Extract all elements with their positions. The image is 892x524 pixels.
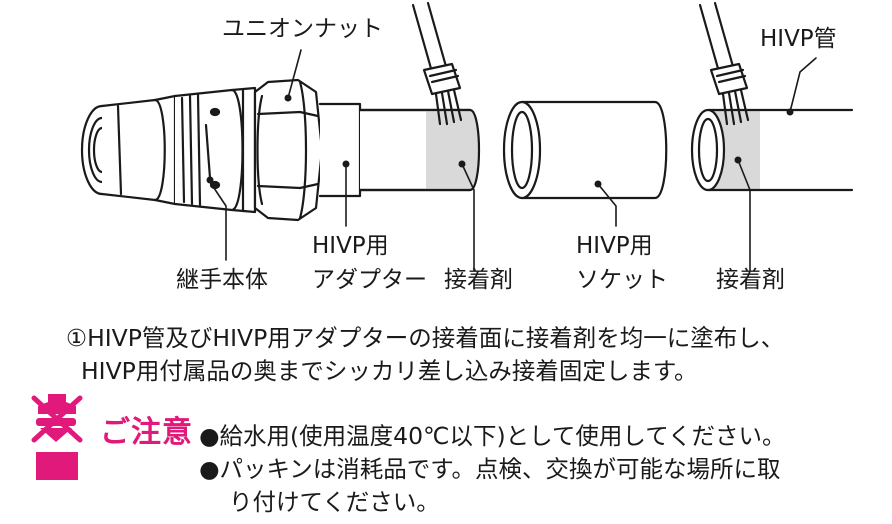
caution-notes: ●給水用(使用温度40℃以下)として使用してください。 ●パッキンは消耗品です。… <box>199 420 786 519</box>
label-adhesive-right: 接着剤 <box>716 267 785 293</box>
leader-dots <box>206 94 794 188</box>
leader-lines <box>209 49 817 271</box>
instruction-line: HIVP用付属品の奥までシッカリ差し込み接着固定します。 <box>81 357 698 385</box>
adapter <box>318 102 481 198</box>
label-adapter-line1: HIVP用 <box>312 233 389 259</box>
label-socket-line1: HIVP用 <box>576 233 653 259</box>
socket <box>502 100 668 200</box>
label-union-nut: ユニオンナット <box>222 16 383 42</box>
instruction-line: ①HIVP管及びHIVP用アダプターの接着面に接着剤を均一に塗布し、 <box>66 324 785 352</box>
label-adhesive-left: 接着剤 <box>444 267 513 293</box>
caution-icon <box>31 394 83 480</box>
caution-note: り付けてください。 <box>229 488 440 516</box>
brush-icon <box>411 1 463 126</box>
label-joint-body: 継手本体 <box>176 267 268 293</box>
brush-icon <box>698 1 750 126</box>
joint-assembly-diagram <box>80 1 854 271</box>
joint-body <box>80 86 257 214</box>
label-socket-line2: ソケット <box>576 267 668 293</box>
instruction-text: ①HIVP管及びHIVP用アダプターの接着面に接着剤を均一に塗布し、 HIVP用… <box>66 322 784 388</box>
label-hivp-pipe: HIVP管 <box>760 26 837 52</box>
union-nut <box>253 78 324 222</box>
label-adapter-line2: アダプター <box>312 267 427 293</box>
caution-title: ご注意 <box>100 415 193 450</box>
hivp-pipe <box>690 108 854 192</box>
caution-note: ●給水用(使用温度40℃以下)として使用してください。 <box>199 422 786 450</box>
caution-note: ●パッキンは消耗品です。点検、交換が可能な場所に取 <box>199 455 781 483</box>
